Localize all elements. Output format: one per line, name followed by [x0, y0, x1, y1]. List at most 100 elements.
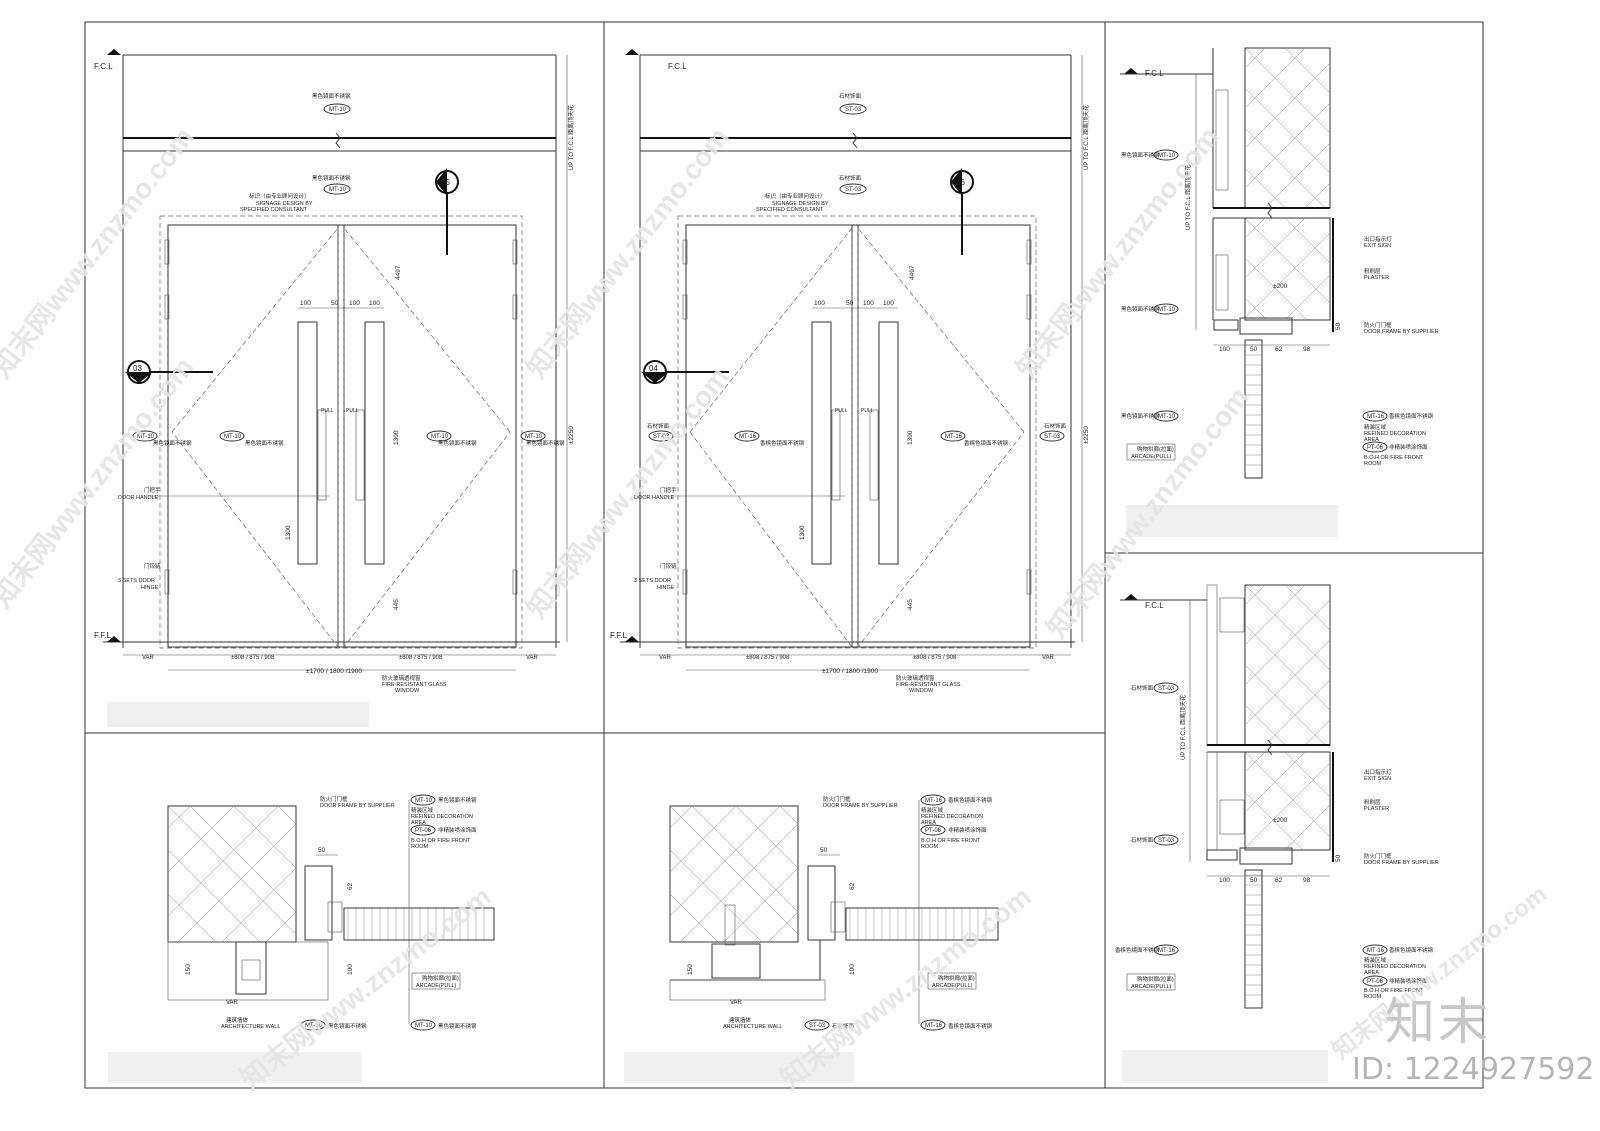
- frame-label: DOOR FRAME BY SUPPLIER: [823, 803, 898, 809]
- handle-label: DOOR HANDLE: [118, 495, 159, 501]
- mt16-tag: MT-16: [945, 434, 963, 440]
- dimension: ±2250: [568, 426, 575, 444]
- dimension: 100: [347, 964, 354, 975]
- arcade-label: ARCADE(PULL): [932, 983, 973, 989]
- fcl-level-label: F.C.L: [668, 62, 687, 71]
- hinge-label: 门铰链: [660, 562, 677, 570]
- frame-label: 防火门门框: [320, 795, 348, 803]
- st03-tag: ST-03: [845, 107, 862, 113]
- arcade-label: 购物拱廊(拉面): [422, 974, 459, 982]
- stone-label: 石材饰面: [839, 92, 862, 100]
- st03-tag: ST-03: [1044, 434, 1061, 440]
- glass-label: 防火玻璃透视窗: [896, 674, 935, 682]
- frame-label: 防火门门框: [823, 795, 851, 803]
- plaster-label: 粉刷层: [1364, 798, 1381, 806]
- image-id-label: ID: 1224927592: [1352, 1052, 1595, 1087]
- wall-label: ARCHITECTURE WALL: [221, 1024, 280, 1030]
- signage-label: SPECIFIED CONSULTANT: [240, 207, 308, 213]
- boh-label: 非精装喷涂饰面: [1389, 443, 1428, 451]
- dimension: ±808 / 875 / 908: [746, 655, 790, 661]
- dimension: VAR: [526, 655, 539, 661]
- stone-label: 石材饰面: [1131, 836, 1154, 844]
- glass-label: 防火玻璃透视窗: [382, 674, 421, 682]
- stainless-label: 黑色镜面不锈钢: [1121, 151, 1160, 159]
- dimension: VAR: [730, 1000, 743, 1006]
- boh-label: ROOM: [411, 844, 429, 850]
- stone-label: 石材饰面: [839, 174, 862, 182]
- stainless-label: 黑色镜面不锈钢: [245, 439, 284, 447]
- dimension: UP TO F.C.L 距离顶天花: [1179, 695, 1187, 760]
- dimension: 50: [331, 300, 339, 307]
- rose-steel-label: 香槟色镜面不锈钢: [760, 439, 805, 447]
- dimension: 62: [1275, 877, 1283, 884]
- frame-label: DOOR FRAME BY SUPPLIER: [1364, 860, 1439, 866]
- watermark-text: 知末网www.znzmo.com: [0, 351, 200, 614]
- mt10-tag: MT-10: [329, 187, 347, 193]
- dimension: ±808 / 875 / 908: [913, 655, 957, 661]
- dimension: 100: [849, 964, 856, 975]
- dimension: UP TO F.C.L 距离顶天花: [567, 105, 575, 170]
- rose-steel-label: 香槟色镜面不锈钢: [948, 1022, 993, 1030]
- st03-tag: ST-03: [809, 1023, 826, 1029]
- dimension: ±1700 / 1800 /1900: [822, 668, 878, 675]
- dimension: 4497: [395, 265, 402, 280]
- dimension: 150: [185, 964, 192, 975]
- dimension: UP TO F.C.L 距离顶天花: [1184, 165, 1192, 230]
- frame-label: DOOR FRAME BY SUPPLIER: [1364, 329, 1439, 335]
- sheet-border: [84, 21, 1484, 1089]
- mt16-tag: MT-16: [739, 434, 757, 440]
- handle-label: DOOR HANDLE: [634, 495, 675, 501]
- pt06-tag: PT-06: [415, 828, 432, 834]
- section-detail-b: F.C.L UP TO F.C.L 距离顶天花 石材饰面 ST-03 石材饰面 …: [1115, 584, 1439, 1009]
- mt10-tag: MT-10: [329, 107, 347, 113]
- dimension: 150: [687, 964, 694, 975]
- fcl-level-label: F.C.L: [1145, 601, 1164, 610]
- hinge-label: HINGE: [141, 585, 159, 591]
- handle-label: 门把手: [144, 486, 161, 494]
- watermark-text: 知末网www.znzmo.com: [520, 361, 735, 624]
- handle-label: 门把手: [660, 486, 677, 494]
- ffl-level-label: F.F.L: [94, 631, 111, 640]
- mt10-tag: MT-10: [415, 798, 433, 804]
- boh-label: 非精装喷涂饰面: [948, 826, 987, 834]
- arcade-label: 购物拱廊(拉面): [938, 974, 975, 982]
- plaster-label: PLASTER: [1364, 275, 1389, 281]
- stainless-label: 黑色镜面不锈钢: [328, 1022, 367, 1030]
- dimension: 98: [1303, 346, 1311, 353]
- dimension: 1300: [393, 430, 400, 445]
- callout-number: 03: [133, 364, 142, 373]
- stone-label: 石材饰面: [647, 422, 670, 430]
- pull-label: PULL: [861, 408, 874, 414]
- exit-sign-label: EXIT SIGN: [1364, 776, 1391, 782]
- hinge-label: 3 SETS DOOR: [118, 578, 155, 584]
- mt16-tag: MT-16: [1158, 948, 1176, 954]
- mt10-tag: MT-10: [525, 434, 543, 440]
- dimension: 50: [1335, 854, 1342, 862]
- dimension: 50: [820, 847, 828, 854]
- signage-label: 标识（由专业顾问设计）: [765, 192, 826, 200]
- wall-label: 建筑墙体: [226, 1016, 249, 1024]
- brand-logo: 知末: [1385, 993, 1491, 1051]
- section-detail-a: F.C.L UP TO F.C.L 距离顶天花 黑色镜面不锈钢 MT-10 黑色…: [1120, 47, 1439, 479]
- dimension: 1300: [799, 525, 806, 540]
- arcade-label: ARCADE(PULL): [1131, 454, 1172, 460]
- dimension: ±808 / 875 / 908: [231, 655, 275, 661]
- stainless-label: 黑色镜面不锈钢: [312, 174, 351, 182]
- mt10-tag: MT-10: [431, 434, 449, 440]
- st03-tag: ST-03: [653, 434, 670, 440]
- arcade-label: 购物拱廊(拉面): [1137, 975, 1174, 983]
- dimension: 100: [1219, 346, 1230, 353]
- dimension: 62: [849, 882, 856, 890]
- plaster-label: PLASTER: [1364, 806, 1389, 812]
- rose-steel-label: 香槟色镜面不锈钢: [948, 796, 993, 804]
- signage-label: SIGNAGE DESIGN BY: [256, 201, 313, 207]
- mt10-tag: MT-10: [1158, 153, 1176, 159]
- refined-label: AREA: [1364, 970, 1379, 976]
- dimension: 1300: [907, 430, 914, 445]
- door-elevation-b: F.C.L F.F.L PULL PULL 石材饰面 ST-03 石材饰面 ST…: [610, 49, 1090, 694]
- callout-number: 05: [441, 178, 450, 187]
- dimension: ±1700 / 1800 /1900: [306, 668, 362, 675]
- hinge-label: 3 SETS DOOR: [634, 578, 671, 584]
- dimension: 100: [863, 300, 874, 307]
